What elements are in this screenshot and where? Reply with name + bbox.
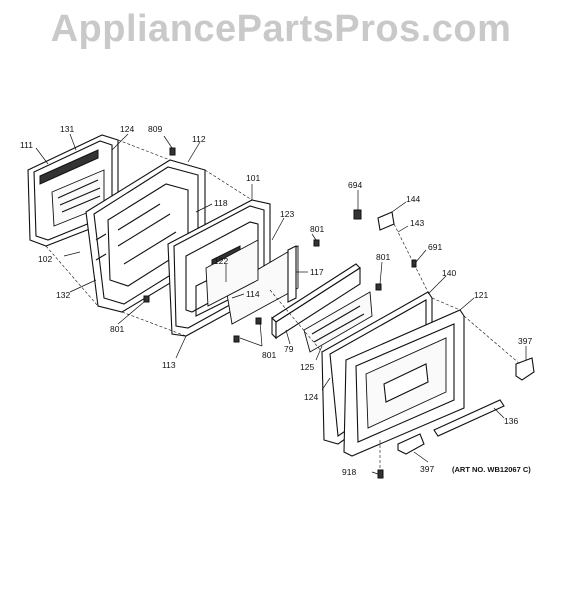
callout-117: 117 <box>310 267 324 277</box>
callout-124: 124 <box>120 124 134 134</box>
screw-918 <box>377 469 384 479</box>
callout-809: 809 <box>148 124 162 134</box>
screw-801-e <box>375 283 382 291</box>
vent-strip-117 <box>271 263 361 340</box>
hinge-bracket-144 <box>377 211 395 231</box>
screw-809 <box>163 135 176 156</box>
callout-143: 143 <box>410 218 424 228</box>
callout-801-d: 801 <box>376 252 390 262</box>
door-handle-136 <box>433 399 505 437</box>
handle-endcap-397-b <box>397 433 425 455</box>
callout-113: 113 <box>162 360 176 370</box>
callout-123: 123 <box>280 209 294 219</box>
callout-397-a: 397 <box>518 336 532 346</box>
callout-801-a: 801 <box>110 324 124 334</box>
insulation-118 <box>205 239 259 307</box>
art-number: (ART NO. WB12067 C) <box>452 465 531 474</box>
callout-118: 118 <box>214 198 228 208</box>
glass-125 <box>303 291 373 353</box>
outer-door-glass-121 <box>343 309 465 457</box>
callout-101: 101 <box>246 173 260 183</box>
callout-124-b: 124 <box>304 392 318 402</box>
callout-132: 132 <box>56 290 70 300</box>
callout-121: 121 <box>474 290 488 300</box>
watermark-text: AppliancePartsPros.com <box>50 8 512 50</box>
screw-801-d <box>313 239 320 247</box>
hinge-screw-694 <box>353 209 362 220</box>
callout-801-b: 801 <box>262 350 276 360</box>
callout-102: 102 <box>38 254 52 264</box>
callout-801-c: 801 <box>310 224 324 234</box>
screw-801-c <box>255 317 262 325</box>
callout-694: 694 <box>348 180 362 190</box>
callout-131: 131 <box>60 124 74 134</box>
callout-114: 114 <box>246 289 260 299</box>
callout-112: 112 <box>192 134 206 144</box>
callout-691: 691 <box>428 242 442 252</box>
callout-144: 144 <box>406 194 420 204</box>
screw-801-b <box>233 335 240 343</box>
callout-136: 136 <box>504 416 518 426</box>
callout-918: 918 <box>342 467 356 477</box>
callout-140: 140 <box>442 268 456 278</box>
callout-79: 79 <box>284 344 294 354</box>
handle-endcap-397-a <box>515 357 535 381</box>
callout-122: 122 <box>214 256 228 266</box>
callout-397-b: 397 <box>420 464 434 474</box>
bracket-123 <box>287 245 297 303</box>
window-glass-114 <box>225 245 299 325</box>
screw-691 <box>411 259 417 268</box>
screw-801-a <box>143 295 150 303</box>
callout-125: 125 <box>300 362 314 372</box>
callout-111: 111 <box>20 140 33 150</box>
